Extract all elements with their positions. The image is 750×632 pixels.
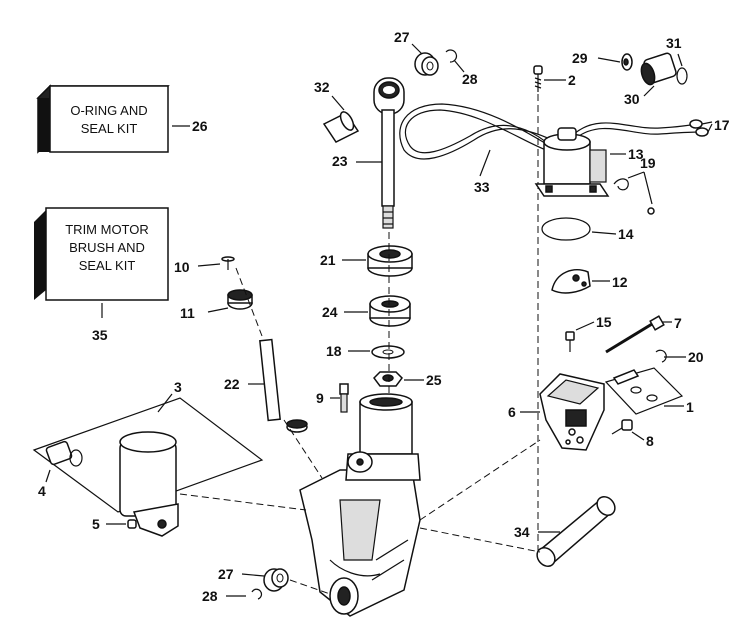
callout-22: 22 [224,376,240,392]
callout-32: 32 [314,79,330,95]
callout-26: 26 [192,118,208,134]
bushing-27-top [414,52,439,76]
callout-11: 11 [180,305,195,321]
piston-24 [369,295,411,327]
callout-21: 21 [320,252,336,268]
kit-label-oring-line1: O-RING AND [70,103,147,118]
callout-28-top: 28 [462,71,478,87]
washer-18 [371,345,405,359]
callout-24: 24 [322,304,338,320]
callout-34: 34 [514,524,530,540]
kit-label-trim-line3: SEAL KIT [79,258,136,273]
callout-12: 12 [612,274,628,290]
tube-22 [259,338,308,433]
callout-14: 14 [618,226,634,242]
wire-harness-33 [399,103,701,160]
callout-18: 18 [326,343,342,359]
screw-2 [533,65,543,92]
callout-31: 31 [666,35,682,51]
trim-motor-13 [534,127,610,197]
bolt-7 [605,315,665,354]
callout-30: 30 [624,91,640,107]
kit-box-trim-motor: TRIM MOTOR BRUSH AND SEAL KIT [34,207,169,301]
pin-32 [322,111,360,143]
nut-25 [373,371,403,387]
callout-27-bottom: 27 [218,566,234,582]
gasket-set-1 [604,367,684,415]
callout-8: 8 [646,433,654,449]
pin-34 [536,496,616,567]
retaining-ring-20 [655,349,667,363]
callout-27-top: 27 [394,29,410,45]
callout-3: 3 [174,379,182,395]
wire-terminals-17 [689,119,709,137]
screw-8 [611,419,633,435]
callout-28-bottom: 28 [202,588,218,604]
callout-10: 10 [174,259,190,275]
callout-33: 33 [474,179,490,195]
clip-19 [613,178,655,215]
callout-35: 35 [92,327,108,343]
kit-box-oring-seal: O-RING AND SEAL KIT [36,84,170,154]
screw-5 [127,519,137,529]
callout-29: 29 [572,50,588,66]
kit-label-trim-line2: BRUSH AND [69,240,145,255]
sleeve-4 [45,440,83,467]
callout-6: 6 [508,404,516,420]
screw-15 [565,331,575,352]
valve-9 [339,383,349,413]
callout-20: 20 [688,349,704,365]
callout-13: 13 [628,146,644,162]
oring-31 [676,67,688,85]
kit-label-oring-line2: SEAL KIT [81,121,138,136]
callout-5: 5 [92,516,100,532]
screw-10 [221,256,235,270]
callout-19: 19 [640,155,656,171]
plunger-30 [640,52,677,86]
bracket-12 [551,269,591,294]
cap-21 [367,245,413,277]
callout-4: 4 [38,483,46,499]
reservoir-gasket-3 [32,397,264,513]
callout-2: 2 [568,72,576,88]
callout-23: 23 [332,153,348,169]
trim-rod-23 [373,77,405,229]
retaining-ring-28-top [445,49,458,63]
cap-11 [227,289,253,310]
callout-1: 1 [686,399,694,415]
callout-25: 25 [426,372,442,388]
kit-label-trim-line1: TRIM MOTOR [65,222,149,237]
cap-29 [621,53,633,71]
oring-14 [541,217,591,241]
callout-9: 9 [316,390,324,406]
valve-body-6 [539,373,605,451]
reservoir [119,431,179,537]
retaining-ring-28-bottom [251,588,262,600]
trim-cylinder-housing [299,393,421,617]
callout-7: 7 [674,315,682,331]
callout-15: 15 [596,314,612,330]
callout-17: 17 [714,117,730,133]
bushing-27-bottom [263,568,289,592]
